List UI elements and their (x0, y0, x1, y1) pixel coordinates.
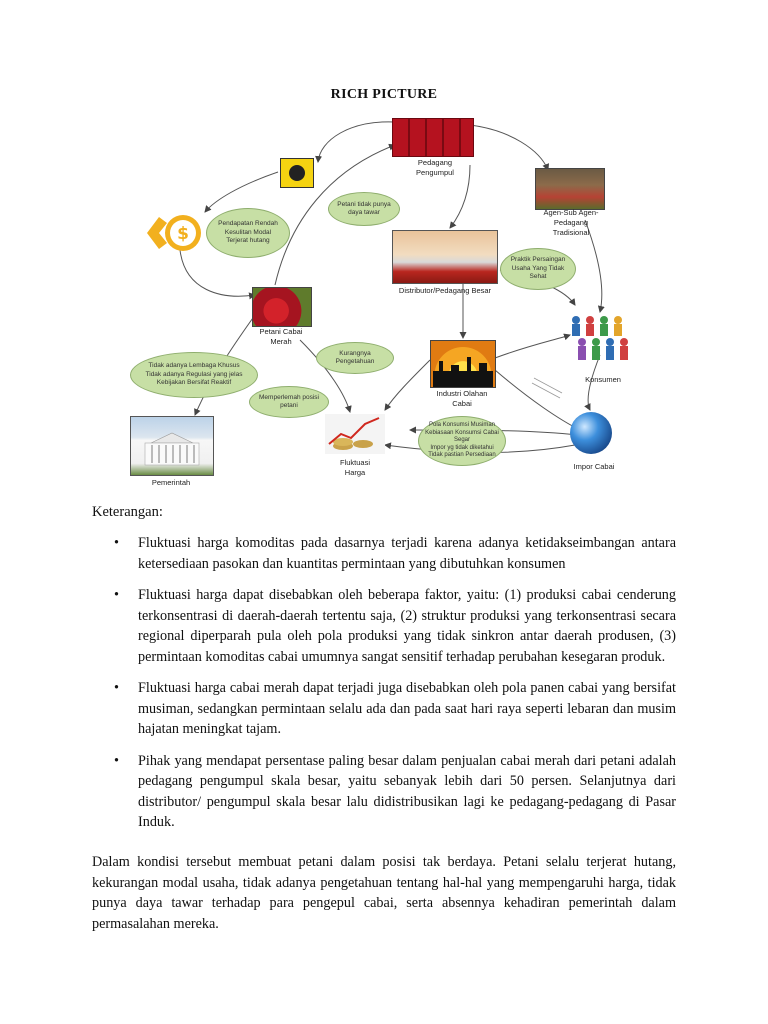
arrow-agen-konsumen (584, 219, 605, 313)
cloud-persaingan: Praktik Persaingan Usaha Yang Tidak Seha… (500, 248, 576, 290)
konsumen-label: Konsumen (585, 375, 621, 384)
petani-label: Petani Cabai Merah (259, 327, 303, 346)
agen-label: Agen-Sub Agen- Pedagang Tradisional (543, 208, 599, 237)
arrow-money-petani (179, 249, 256, 300)
arrow-petani-pengumpul (274, 143, 396, 286)
fluktuasi-harga-image (325, 414, 385, 454)
keterangan-list: •Fluktuasi harga komoditas pada dasarnya… (92, 533, 676, 844)
cloud-pendapatan: Pendapatan Rendah Kesulitan Modal Terjer… (206, 208, 290, 258)
rich-picture-diagram: Pedagang Pengumpul $ Petani tidak punya … (0, 100, 768, 500)
impor-label: Impor Cabai (573, 462, 615, 471)
cloud-konsumsi: Pola Konsumsi Musiman Kebiasaan Konsumsi… (418, 416, 506, 466)
arrow-pengumpul-distributor (449, 164, 471, 229)
pemerintah-label: Pemerintah (151, 478, 191, 487)
distributor-label: Distributor/Pedagang Besar (398, 286, 492, 295)
arrow-logo-money (204, 171, 279, 213)
list-item: •Pihak yang mendapat persentase paling b… (114, 752, 676, 831)
arrow-petani-fluktuasi (299, 339, 352, 413)
list-item: •Fluktuasi harga cabai merah dapat terja… (114, 680, 676, 737)
konsumen-image (568, 312, 630, 364)
cloud-memperlemah: Memperlemah posisi petani (249, 386, 329, 418)
fluktuasi-label: Fluktuasi Harga (339, 458, 370, 477)
cloud-daya-tawar: Petani tidak punya daya tawar (328, 192, 400, 226)
arrow-konsumen-impor (584, 354, 601, 411)
agen-pasar-image (535, 168, 605, 210)
conclusion-paragraph: Dalam kondisi tersebut membuat petani da… (92, 854, 676, 932)
list-item: •Fluktuasi harga komoditas pada dasarnya… (114, 535, 676, 572)
distributor-image (392, 230, 498, 284)
keterangan-heading: Keterangan: (92, 504, 163, 520)
page-title: RICH PICTURE (330, 87, 438, 102)
organization-logo (280, 158, 314, 188)
cloud-pengetahuan: Kurangnya Pengetahuan (316, 342, 394, 374)
petani-image (252, 287, 312, 327)
pedagang-pengumpul-label: Pedagang Pengumpul (416, 158, 454, 177)
arrow-pengumpul-agen (469, 124, 550, 171)
arrow-pengumpul-logo (315, 121, 396, 163)
svg-text:$: $ (177, 224, 189, 244)
list-item: •Fluktuasi harga dapat disebabkan oleh b… (114, 587, 676, 665)
pedagang-pengumpul-image (392, 118, 474, 157)
industri-label: Industri Olahan Cabai (436, 389, 488, 408)
arrow-industri-fluktuasi (384, 359, 431, 411)
industri-image (430, 340, 496, 388)
impor-globe-icon (570, 412, 612, 454)
cloud-lembaga: Tidak adanya Lembaga Khusus Tidak adanya… (130, 352, 258, 398)
arrow-industri-impor (494, 369, 581, 431)
money-icon: $ (145, 212, 207, 254)
arrow-industri-konsumen (494, 333, 571, 359)
pemerintah-image (130, 416, 214, 476)
